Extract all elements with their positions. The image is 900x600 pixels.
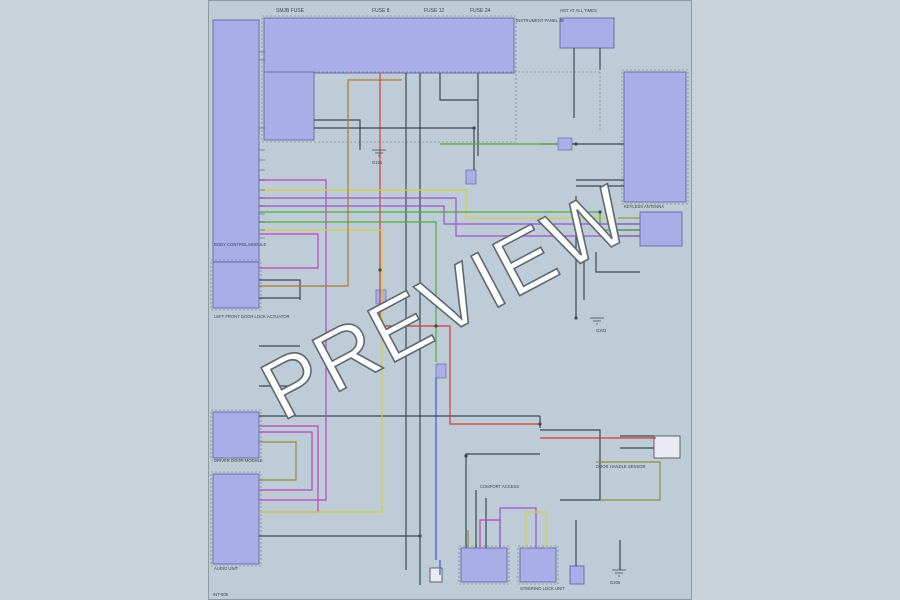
label-comfort-access: COMFORT ACCESS <box>480 484 519 489</box>
connector-d <box>435 363 447 379</box>
wire-magenta-4 <box>259 431 313 491</box>
pin-annotations: SMJB FUSE FUSE 8 FUSE 12 FUSE 24 INSTRUM… <box>213 8 664 597</box>
left-front-door-lock-module <box>212 261 260 309</box>
label-keyless-antenna: KEYLESS ANTENNA <box>624 204 664 209</box>
label-ground-b: G203 <box>596 328 607 333</box>
wire-green-1 <box>259 221 437 362</box>
wire-dark-16 <box>540 429 601 501</box>
steering-lock-module <box>519 547 557 583</box>
junction-dots <box>378 126 602 538</box>
label-fuse-c: FUSE 12 <box>424 8 445 14</box>
label-body-control: BODY CONTROL MODULE <box>214 242 267 247</box>
wire-red-1 <box>379 73 540 425</box>
modules <box>212 17 687 585</box>
connector-b <box>557 137 573 151</box>
wire-dark-15 <box>259 415 541 428</box>
wire-magenta-3 <box>259 425 319 513</box>
wire-dark-10 <box>576 179 624 187</box>
wire-blue-1 <box>435 378 441 575</box>
preview-watermark: PREVIEW <box>246 166 645 437</box>
wire-dark-18 <box>620 435 654 449</box>
body-control-module <box>212 19 260 263</box>
connector-c <box>375 289 387 305</box>
label-fuse-d: FUSE 24 <box>470 8 491 14</box>
wire-purple-2 <box>259 205 640 225</box>
wire-yellow-1 <box>259 189 640 219</box>
driver-door-module <box>212 411 260 459</box>
sheet-id: INT-005 <box>213 592 229 597</box>
label-door-handle: DOOR HANDLE SENSOR <box>596 464 646 469</box>
wire-dark-6 <box>314 119 361 150</box>
wire-dark-5 <box>314 127 475 170</box>
wire-dark-22 <box>595 252 640 273</box>
wire-magenta-2 <box>259 233 319 269</box>
wire-purple-1 <box>259 197 640 237</box>
wires <box>259 48 661 585</box>
steering-column-module <box>639 211 683 247</box>
wire-olive-2 <box>596 461 661 501</box>
connector-a <box>465 169 477 185</box>
label-ground-a: G101 <box>372 160 383 165</box>
label-steering-lock: STEERING LOCK UNIT <box>520 586 565 591</box>
wire-olive-1 <box>259 441 297 481</box>
bottom-right-small-module <box>569 565 585 585</box>
wire-dark-17 <box>465 453 540 548</box>
wire-yellow-2 <box>259 229 383 513</box>
enclosure-outlines <box>210 15 689 585</box>
instrument-panel-jb <box>263 17 515 74</box>
wire-dark-11 <box>259 279 301 300</box>
fuse-module-top-right <box>559 17 615 49</box>
wire-magenta-5 <box>479 519 501 548</box>
switch-box <box>429 567 443 583</box>
wire-dark-4 <box>439 73 478 101</box>
wire-brown-1 <box>259 79 402 287</box>
ground-symbols <box>372 149 626 577</box>
label-fuse-b: FUSE 8 <box>372 8 390 14</box>
wire-purple-3 <box>499 507 537 548</box>
label-instrument-panel: INSTRUMENT PANEL JB <box>516 18 564 23</box>
comfort-access-module <box>460 547 508 583</box>
label-hot-at-all: HOT AT ALL TIMES <box>560 8 597 13</box>
label-ground-c: G305 <box>610 580 621 585</box>
label-driver-door: DRIVER DOOR MODULE <box>214 458 263 463</box>
wire-magenta-1 <box>259 179 327 501</box>
label-left-front-door: LEFT FRONT DOOR LOCK ACTUATOR <box>214 314 290 319</box>
relay-box <box>653 435 681 459</box>
wire-dark-19 <box>475 490 487 548</box>
instrument-panel-jb-lower <box>263 71 315 141</box>
pin-ticks <box>259 51 640 239</box>
audio-unit-module <box>212 473 260 565</box>
wire-yellow-3 <box>525 511 547 548</box>
label-fuse-a: SMJB FUSE <box>276 8 305 14</box>
keyless-antenna-module <box>623 71 687 203</box>
label-audio-unit: AUDIO UNIT <box>214 566 239 571</box>
